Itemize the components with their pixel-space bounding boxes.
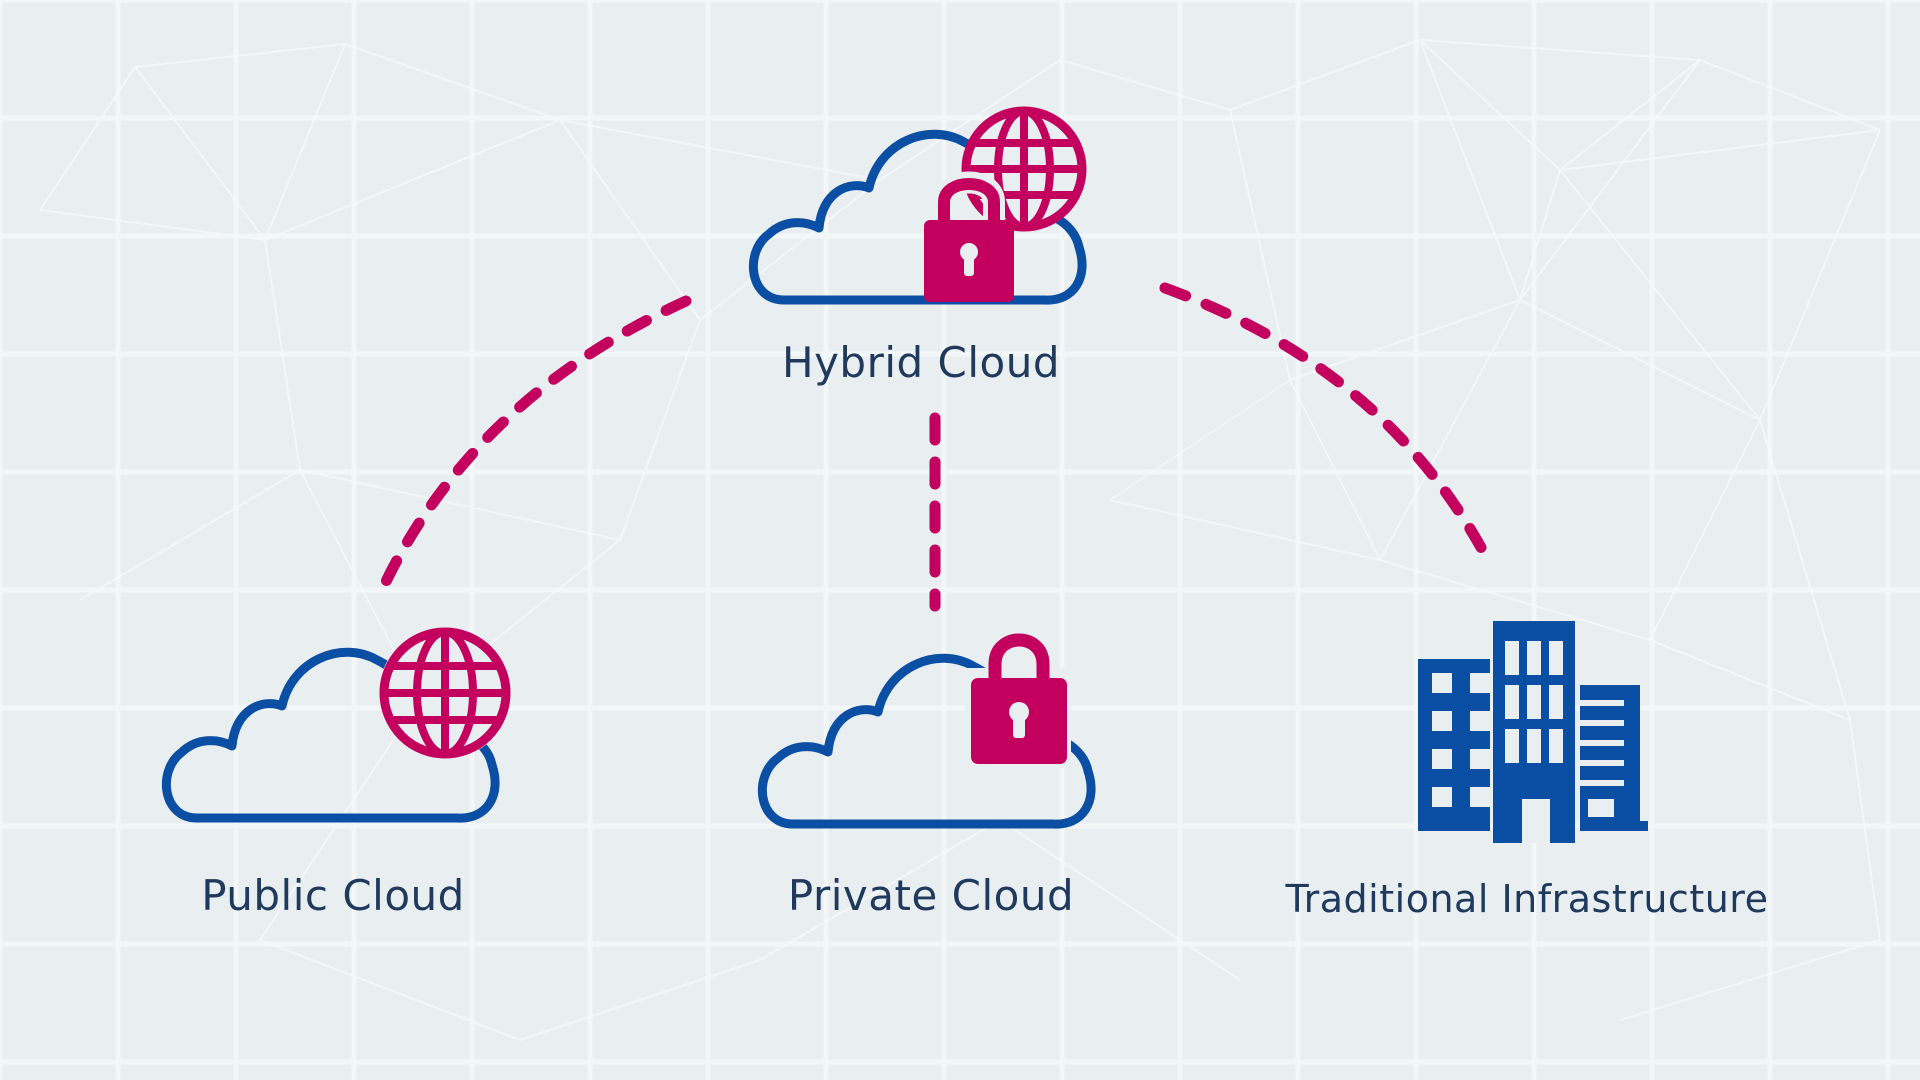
network-line	[1109, 379, 1291, 501]
network-line	[299, 469, 621, 541]
network-line	[1699, 59, 1881, 131]
network-line	[1419, 39, 1521, 301]
connector-hybrid-traditional	[1159, 282, 1497, 572]
network-line	[39, 66, 136, 211]
network-line	[1419, 39, 1561, 171]
globe-icon	[379, 627, 511, 759]
network-line	[39, 209, 266, 241]
network-line	[619, 319, 701, 541]
cloud-icon	[162, 647, 500, 823]
network-line	[1619, 939, 1881, 1021]
network-line	[1649, 419, 1761, 641]
public-cloud-label: Public Cloud	[201, 871, 465, 920]
network-line	[1759, 129, 1881, 421]
network-line	[1849, 719, 1881, 941]
network-line	[1759, 419, 1851, 721]
network-line	[1519, 169, 1561, 301]
network-line	[1379, 559, 1651, 641]
network-line	[1559, 129, 1881, 171]
network-line	[134, 43, 346, 68]
network-line	[264, 43, 346, 241]
connector-hybrid-public	[374, 295, 692, 600]
network-line	[1289, 379, 1381, 561]
network-line	[1289, 299, 1521, 381]
network-line	[879, 59, 1061, 181]
network-line	[344, 43, 561, 121]
hybrid-cloud-label: Hybrid Cloud	[781, 338, 1061, 387]
network-line	[264, 119, 561, 241]
network-line	[559, 119, 701, 321]
network-line	[519, 959, 761, 1041]
network-line	[259, 939, 521, 1041]
network-line	[1649, 639, 1851, 721]
network-line	[559, 119, 881, 181]
network-line	[264, 239, 301, 471]
network-line	[1229, 109, 1291, 381]
network-line	[1559, 59, 1701, 171]
network-line	[1559, 169, 1761, 421]
network-line	[1229, 39, 1421, 111]
network-line	[1519, 59, 1701, 301]
network-line	[1059, 59, 1231, 111]
network-line	[1379, 299, 1521, 561]
network-line	[1109, 499, 1381, 561]
network-line	[759, 819, 1001, 961]
network-line	[79, 469, 301, 601]
network-line	[699, 179, 881, 321]
buildings-icon	[1418, 621, 1648, 843]
network-line	[1519, 299, 1761, 421]
network-line	[1419, 39, 1701, 61]
cloud-icon	[749, 129, 1087, 305]
private-cloud-label: Private Cloud	[787, 871, 1075, 920]
cloud-icon	[758, 653, 1096, 829]
traditional-infrastructure-label: Traditional Infrastructure	[1285, 877, 1769, 921]
network-line	[134, 66, 266, 241]
lock-icon	[965, 633, 1071, 768]
network-line	[999, 819, 1241, 981]
lock-icon	[924, 171, 1014, 302]
